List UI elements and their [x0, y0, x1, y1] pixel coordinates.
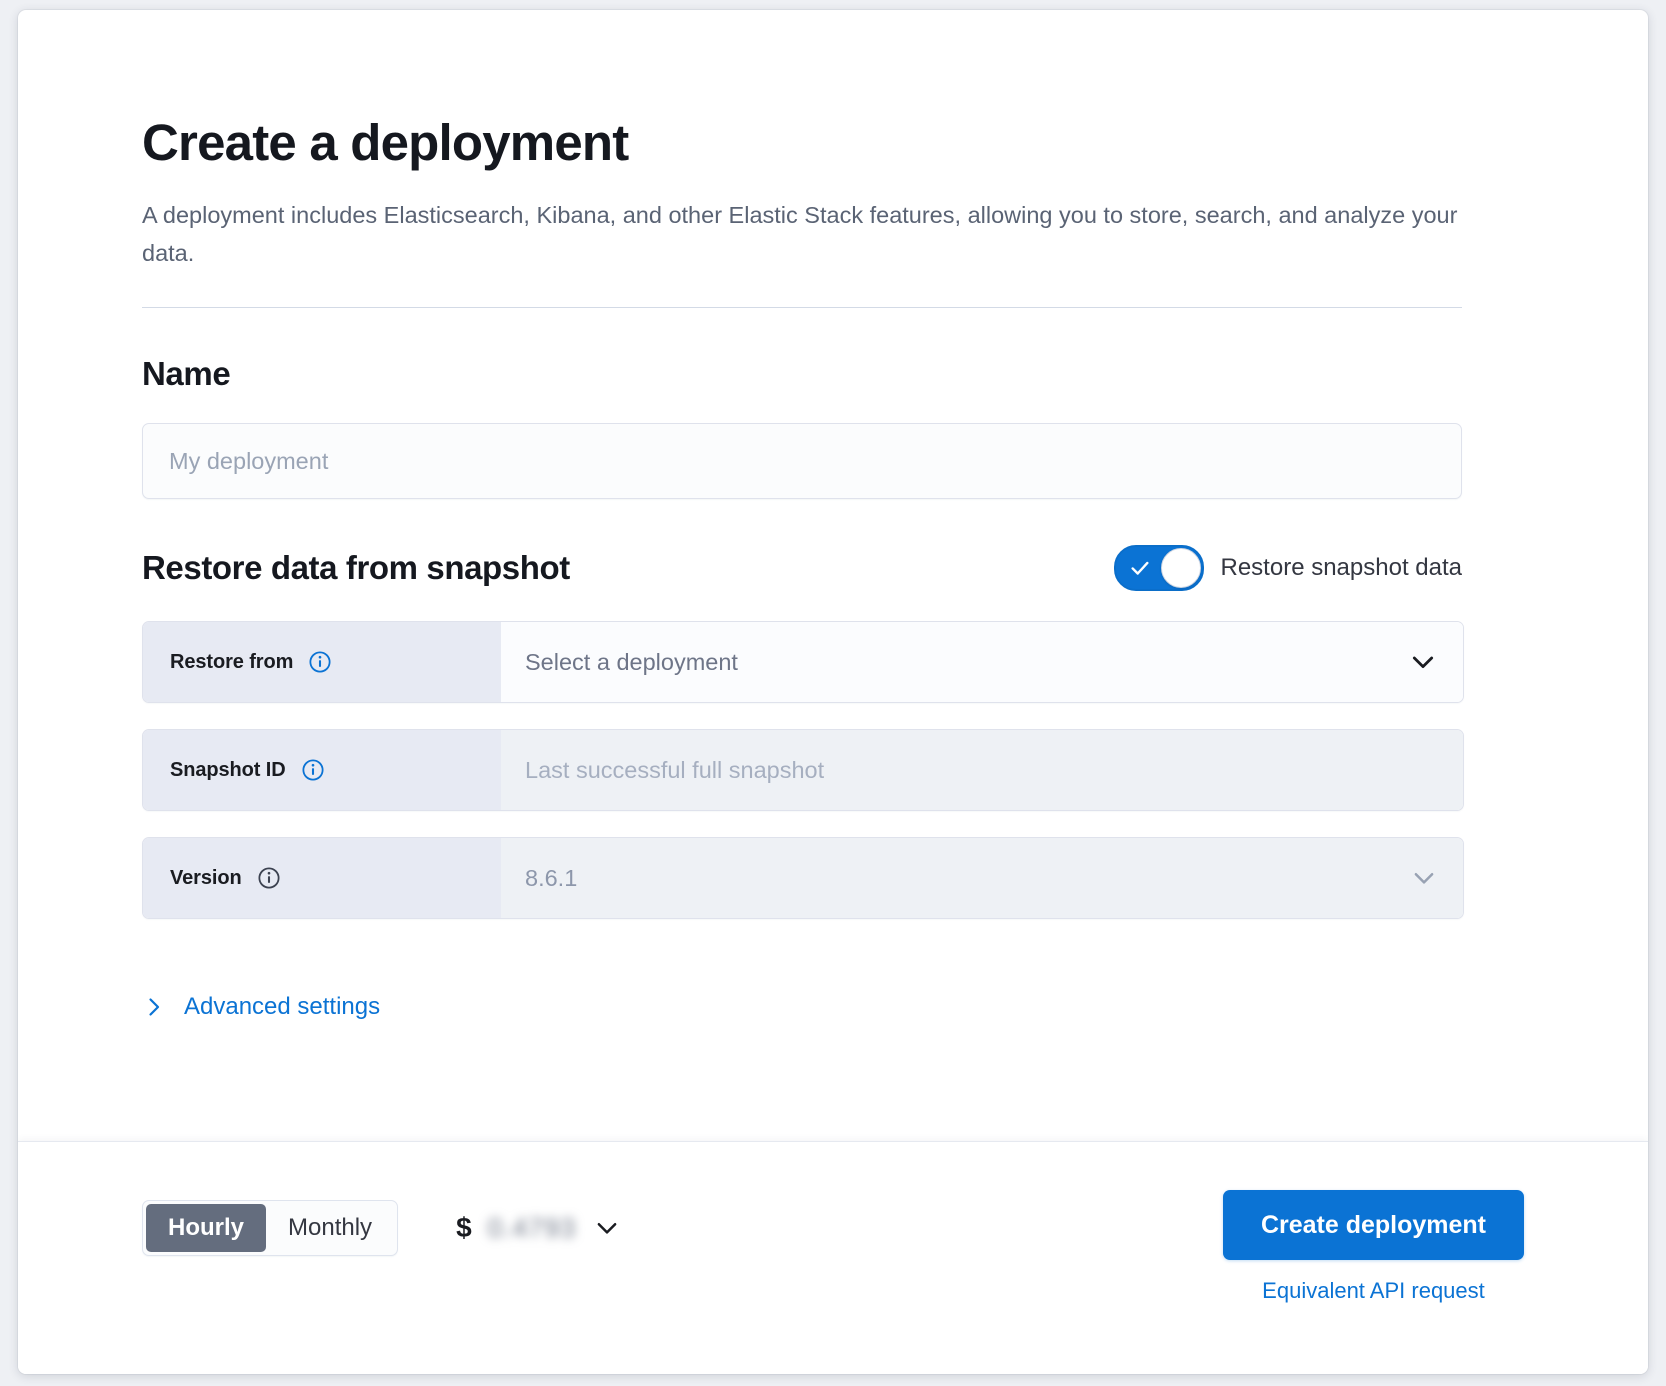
chevron-down-icon[interactable] [1409, 863, 1439, 893]
footer-inner: Hourly Monthly $ 0.4793 Create deploymen… [142, 1190, 1524, 1304]
price-display[interactable]: $ 0.4793 [456, 1212, 622, 1244]
info-circle-icon[interactable] [309, 651, 331, 673]
billing-option-monthly[interactable]: Monthly [266, 1204, 394, 1252]
version-label: Version [170, 866, 242, 889]
content-column: Create a deployment A deployment include… [18, 10, 1482, 1024]
footer-bar: Hourly Monthly $ 0.4793 Create deploymen… [18, 1141, 1648, 1374]
price-amount: 0.4793 [487, 1212, 577, 1243]
version-value: 8.6.1 [525, 864, 578, 891]
snapshot-id-row: Snapshot ID Last successful full snapsho… [142, 729, 1464, 812]
restore-section: Restore data from snapshot Restore snaps… [142, 545, 1482, 1024]
footer-right-group: Create deployment Equivalent API request [1222, 1190, 1524, 1304]
restore-heading: Restore data from snapshot [142, 549, 570, 587]
chevron-down-icon[interactable] [1407, 646, 1439, 678]
advanced-settings-label: Advanced settings [184, 993, 381, 1021]
price-currency: $ [456, 1212, 472, 1244]
snapshot-id-label-cell: Snapshot ID [143, 730, 501, 811]
restore-toggle-group[interactable]: Restore snapshot data [1113, 545, 1463, 592]
restore-toggle-label: Restore snapshot data [1220, 554, 1463, 582]
version-field[interactable]: 8.6.1 [501, 838, 1463, 919]
name-section: Name [142, 355, 1482, 500]
restore-snapshot-toggle[interactable] [1113, 545, 1204, 592]
footer-left-group: Hourly Monthly $ 0.4793 [142, 1190, 622, 1257]
page-subtitle: A deployment includes Elasticsearch, Kib… [142, 202, 1458, 267]
chevron-down-icon[interactable] [592, 1213, 622, 1243]
check-icon [1130, 561, 1149, 575]
page-title: Create a deployment [142, 114, 629, 171]
snapshot-id-label: Snapshot ID [170, 758, 286, 781]
restore-from-chevron-slot [1407, 646, 1439, 678]
version-row: Version 8.6.1 [142, 837, 1464, 920]
restore-from-value: Select a deployment [525, 648, 738, 675]
restore-from-field[interactable]: Select a deployment [501, 622, 1463, 703]
restore-header-row: Restore data from snapshot Restore snaps… [142, 545, 1463, 592]
restore-from-label-cell: Restore from [143, 622, 501, 703]
toggle-knob [1160, 548, 1201, 589]
snapshot-id-value: Last successful full snapshot [525, 756, 825, 783]
info-circle-icon[interactable] [258, 867, 280, 889]
version-label-cell: Version [143, 838, 501, 919]
snapshot-id-field[interactable]: Last successful full snapshot [501, 730, 1463, 811]
billing-option-hourly[interactable]: Hourly [146, 1204, 267, 1253]
restore-from-row: Restore from Select a deployment [142, 621, 1464, 704]
restore-from-label: Restore from [170, 650, 294, 673]
version-chevron-slot [1409, 863, 1439, 893]
page-body: Create a deployment A deployment include… [18, 10, 1648, 1141]
header-divider [142, 307, 1462, 309]
restore-form-rows: Restore from Select a deployment [142, 621, 1482, 920]
info-circle-icon[interactable] [302, 759, 324, 781]
advanced-settings-toggle[interactable]: Advanced settings [142, 993, 380, 1021]
create-deployment-window: Create a deployment A deployment include… [18, 10, 1648, 1374]
create-deployment-button[interactable]: Create deployment [1222, 1190, 1524, 1260]
name-heading: Name [142, 355, 231, 393]
chevron-right-icon [149, 998, 160, 1016]
billing-period-toggle[interactable]: Hourly Monthly [142, 1200, 399, 1257]
equivalent-api-request-link[interactable]: Equivalent API request [1262, 1278, 1485, 1303]
deployment-name-input[interactable] [142, 423, 1462, 500]
